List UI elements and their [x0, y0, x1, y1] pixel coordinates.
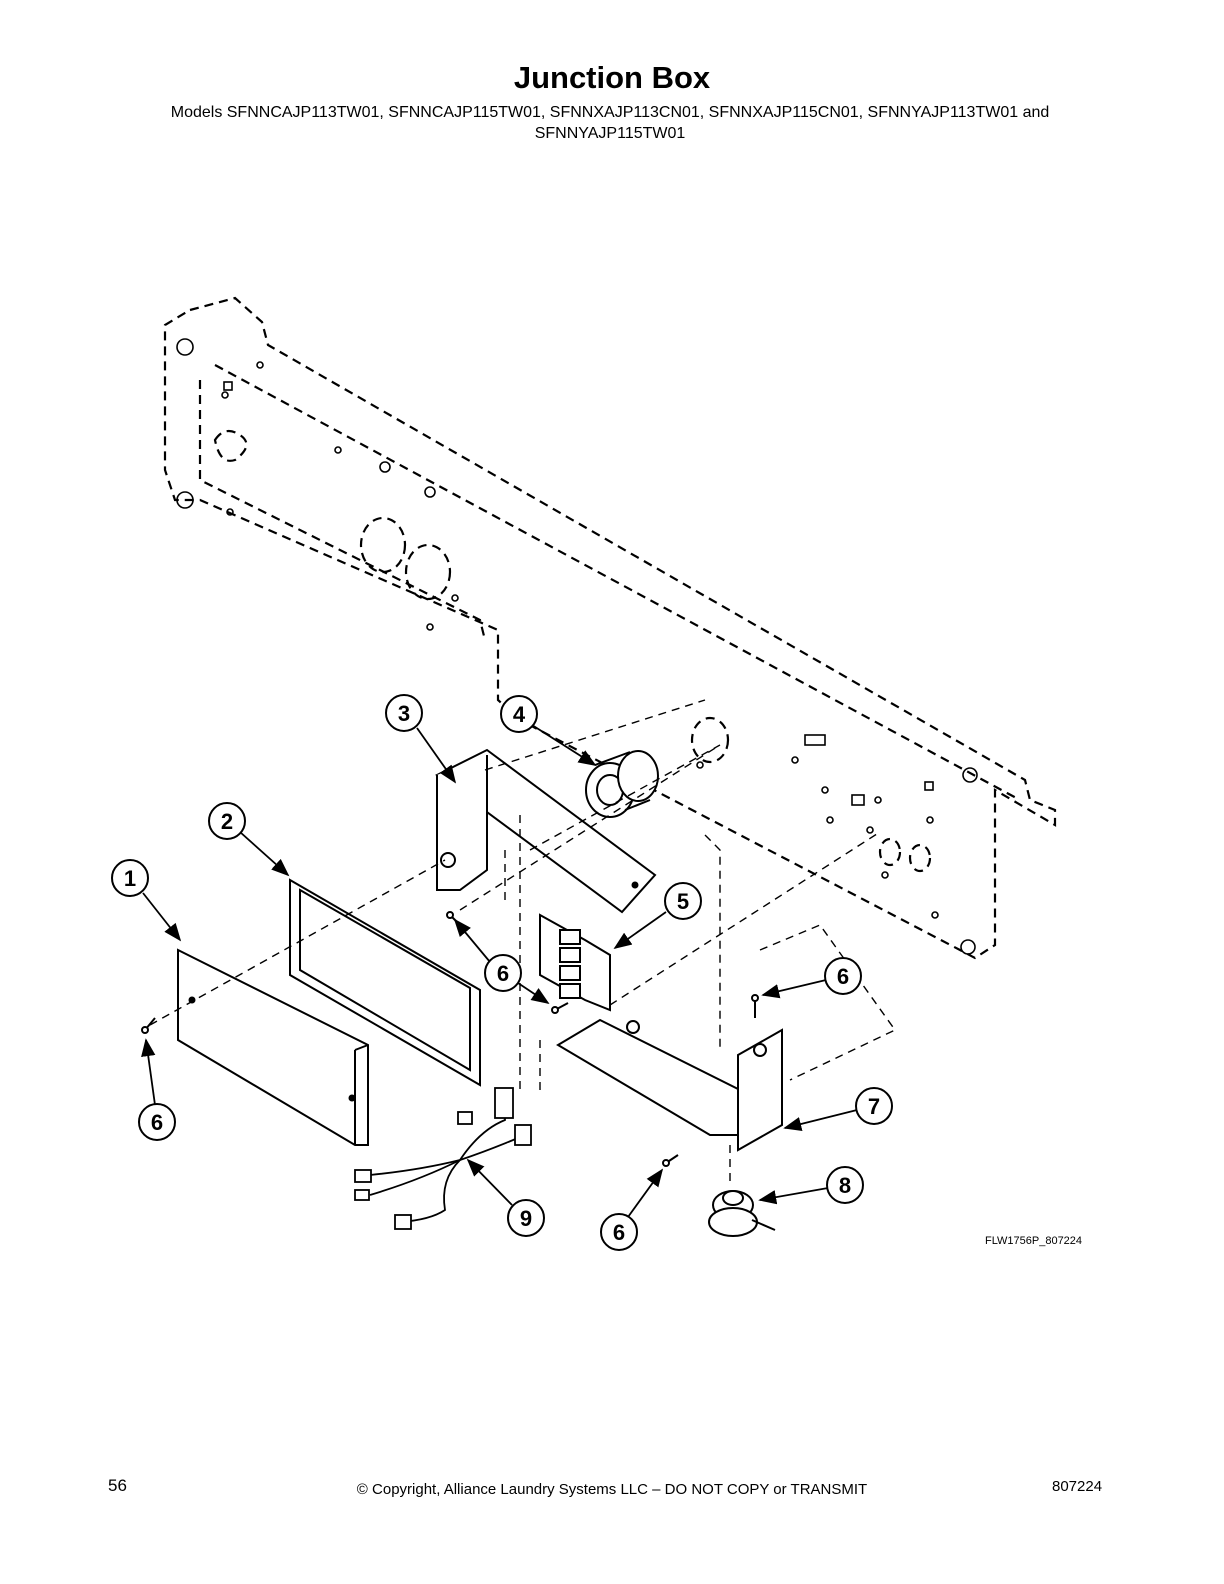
part-1-cover-plate	[177, 948, 369, 1146]
callout-5: 5	[613, 882, 702, 950]
models-line-2: SFNNYAJP115TW01	[534, 125, 686, 142]
page-title: Junction Box	[513, 60, 711, 95]
alignment-lines	[149, 699, 897, 1185]
callout-6c: 6	[138, 1038, 176, 1141]
part-7-lower-bracket	[556, 1018, 783, 1152]
callout-6d: 6	[600, 1168, 664, 1251]
callout-label: 8	[839, 1173, 851, 1198]
callout-6b: 6	[761, 957, 862, 999]
models-line-1: Models SFNNCAJP113TW01, SFNNCAJP115TW01,…	[170, 104, 1050, 121]
part-9-wire-harness	[354, 1087, 532, 1230]
callout-label: 1	[124, 866, 136, 891]
part-3-bracket	[435, 748, 657, 914]
callout-label: 6	[613, 1220, 625, 1245]
callout-8: 8	[758, 1166, 864, 1205]
part-5-terminal-block	[539, 913, 611, 1012]
callout-label: 6	[497, 961, 509, 986]
part-2-gasket	[289, 878, 481, 1087]
callout-9: 9	[466, 1158, 545, 1237]
callout-7: 7	[783, 1087, 893, 1132]
callout-label: 4	[513, 702, 526, 727]
callout-6a: 6	[453, 918, 550, 1004]
document-number: 807224	[1052, 1478, 1103, 1495]
callout-label: 5	[677, 889, 689, 914]
page-number: 56	[108, 1476, 127, 1495]
callout-label: 2	[221, 809, 233, 834]
callout-label: 9	[520, 1206, 532, 1231]
callout-1: 1	[111, 859, 182, 942]
figure-id: FLW1756P_807224	[985, 1235, 1083, 1247]
rear-frame-panel	[163, 296, 1057, 960]
part-6-screws	[141, 911, 759, 1167]
callout-3: 3	[385, 694, 457, 784]
copyright-notice: © Copyright, Alliance Laundry Systems LL…	[356, 1481, 868, 1498]
part-8-thermostat	[708, 1190, 776, 1237]
callout-4: 4	[500, 695, 597, 766]
callout-label: 6	[837, 964, 849, 989]
callout-label: 7	[868, 1094, 880, 1119]
callout-label: 3	[398, 701, 410, 726]
part-4-bushing	[585, 750, 659, 818]
models-subtitle: Models SFNNCAJP113TW01, SFNNCAJP115TW01,…	[90, 102, 1130, 144]
callout-2: 2	[208, 802, 290, 877]
callout-label: 6	[151, 1110, 163, 1135]
